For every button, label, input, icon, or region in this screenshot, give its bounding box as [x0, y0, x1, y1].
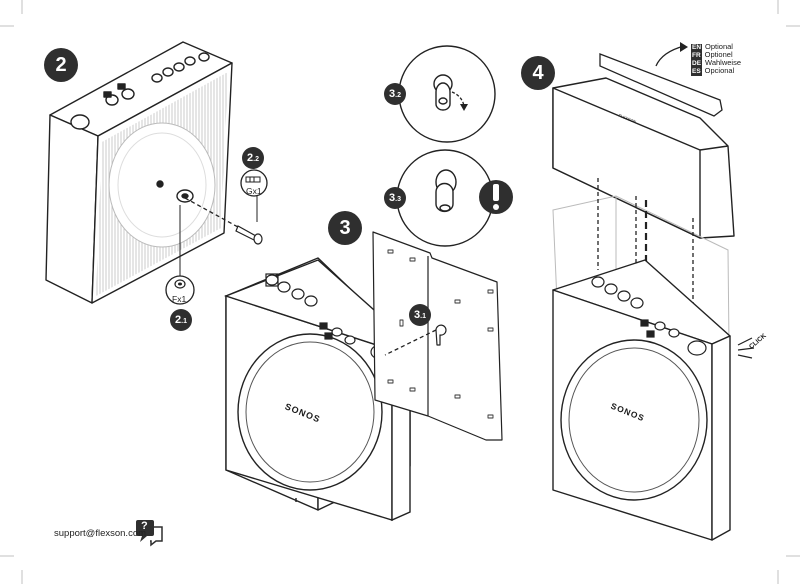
step-2-badge: 2 — [44, 48, 78, 82]
click-marks — [737, 337, 755, 359]
help-chat-icon — [136, 520, 163, 547]
detail-3-2 — [398, 45, 496, 143]
step-3-badge: 3 — [328, 211, 362, 245]
cover-bar — [599, 53, 723, 117]
step-4-badge: 4 — [521, 56, 555, 90]
help-question-mark: ? — [141, 520, 148, 532]
mounting-plate — [372, 231, 503, 441]
substep-3-2-badge: 3.2 — [384, 83, 406, 105]
substep-2-2-badge: 2.2 — [242, 147, 264, 169]
screw-icon — [235, 225, 263, 245]
screw-f-label: Fx1 — [172, 294, 187, 304]
amp-back-view — [45, 41, 233, 304]
detail-3-3 — [396, 149, 494, 247]
warning-icon — [479, 180, 513, 214]
substep-2-1-badge: 2.1 — [170, 309, 192, 331]
cover-plate — [552, 77, 735, 239]
support-email[interactable]: support@flexson.com — [54, 528, 147, 539]
substep-3-3-badge: 3.3 — [384, 187, 406, 209]
amp-mounted-view — [552, 259, 731, 541]
screw-g-label: Gx1 — [246, 186, 262, 196]
substep-3-1-badge: 3.1 — [409, 304, 431, 326]
